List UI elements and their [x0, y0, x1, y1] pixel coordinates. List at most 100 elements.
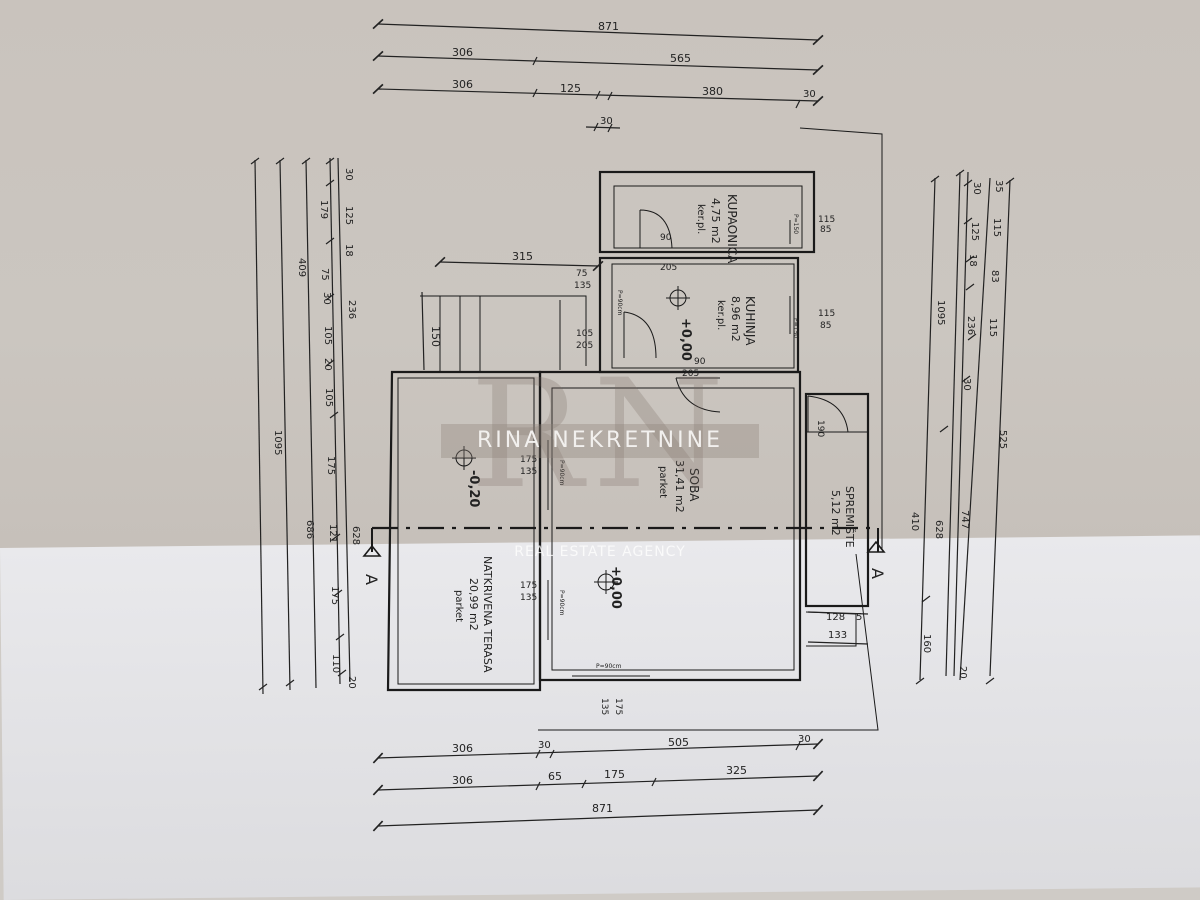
room-kuhinja-area: 8,96 m2 — [729, 296, 742, 342]
dim-top-3: 306 — [452, 78, 473, 91]
dim-int-14: 175 — [520, 455, 537, 465]
room-soba-area: 31,41 m2 — [673, 460, 686, 513]
dim-int-4: 105 — [576, 329, 593, 339]
dim-bottom-7: 325 — [726, 764, 747, 777]
dim-int-15: 135 — [520, 467, 537, 477]
watermark-logo: RN — [470, 348, 735, 522]
room-kupaonica-floor: ker.pl. — [695, 204, 706, 234]
dim-left-4: 30 — [343, 168, 354, 181]
dim-right-2: 747 — [959, 510, 970, 529]
dim-right-4: 628 — [933, 520, 944, 539]
dim-right-8: 115 — [991, 218, 1002, 237]
dim-int-12: 90 — [694, 357, 706, 367]
dim-left-1: 409 — [296, 258, 307, 277]
dim-right-13: 30 — [961, 378, 972, 391]
dim-left-11: 20 — [322, 358, 333, 371]
dim-left-5: 125 — [343, 206, 354, 225]
dim-left-6: 18 — [343, 244, 354, 257]
dim-right-14: 160 — [921, 634, 932, 653]
dim-bottom-0: 306 — [452, 742, 473, 755]
dim-int-1: 150 — [429, 326, 442, 347]
dim-int-8: 115 — [818, 215, 835, 225]
watermark-name: RINA NEKRETNINE — [477, 428, 723, 453]
room-kupaonica-name: KUPAONICA — [725, 194, 739, 264]
dim-int-20: 190 — [815, 420, 825, 437]
dim-bottom-1: 30 — [538, 740, 551, 751]
bottom-dimension-lines — [372, 738, 824, 832]
dim-left-3: 179 — [318, 200, 329, 219]
room-kupaonica-area: 4,75 m2 — [709, 198, 722, 244]
dim-int-19: 135 — [599, 698, 609, 715]
dim-int-16: 175 — [520, 581, 537, 591]
dim-int-0: 315 — [512, 250, 533, 263]
dim-top-5: 380 — [702, 85, 723, 98]
section-marker-right: A — [868, 568, 887, 579]
dim-left-8: 30 — [321, 292, 332, 305]
window-note-5: P=150 — [792, 318, 799, 338]
window-note-3: P=90cm — [596, 663, 622, 670]
dim-int-9: 85 — [820, 225, 831, 235]
dim-left-9: 105 — [322, 326, 333, 345]
dim-int-23: 133 — [828, 630, 847, 641]
dim-right-15: 20 — [957, 666, 968, 679]
window-note-4: P=150 — [792, 214, 799, 234]
left-dimension-lines — [250, 157, 351, 695]
watermark-tagline: REAL ESTATE AGENCY — [514, 544, 686, 560]
dim-int-17: 135 — [520, 593, 537, 603]
dim-top-7: 30 — [600, 116, 613, 127]
room-soba-label: SOBA 31,41 m2 parket — [657, 460, 701, 513]
dim-bottom-5: 65 — [548, 770, 562, 783]
dim-right-1: 525 — [997, 430, 1008, 449]
dim-int-6: 90 — [660, 233, 672, 243]
dim-right-3: 410 — [909, 512, 920, 531]
room-terasa-floor: parket — [453, 590, 464, 622]
right-dimension-lines — [915, 169, 1015, 685]
window-note-1: P=90cm — [558, 460, 565, 486]
dim-bottom-4: 306 — [452, 774, 473, 787]
dim-right-5: 30 — [971, 182, 982, 195]
building-walls — [386, 127, 883, 731]
level-markers — [452, 286, 690, 594]
interior-dimensions — [421, 256, 869, 645]
dim-int-2: 75 — [576, 269, 587, 279]
dim-left-14: 121 — [327, 524, 338, 543]
level-soba: +0,00 — [608, 566, 623, 609]
dim-bottom-6: 175 — [604, 768, 625, 781]
dim-left-2: 686 — [304, 520, 315, 539]
room-kupaonica-label: KUPAONICA 4,75 m2 ker.pl. — [695, 194, 739, 264]
dim-int-22: 5 — [856, 612, 862, 623]
room-kuhinja-label: KUHINJA 8,96 m2 ker.pl. — [715, 296, 757, 346]
section-cut-line — [362, 526, 886, 557]
dim-right-12: 115 — [987, 318, 998, 337]
dim-left-13: 175 — [325, 456, 336, 475]
dim-bottom-3: 30 — [798, 734, 811, 745]
dim-int-11: 85 — [820, 321, 831, 331]
dim-right-7: 125 — [969, 222, 980, 241]
window-note-2: P=90cm — [558, 590, 565, 616]
level-kuhinja: +0,00 — [678, 318, 693, 361]
dim-left-15: 175 — [329, 586, 340, 605]
dim-right-10: 83 — [989, 270, 1000, 283]
dim-right-9: 18 — [967, 254, 978, 267]
window-note-0: P=90cm — [616, 290, 623, 316]
dim-top-6: 30 — [803, 89, 816, 100]
room-spremiste-name: SPREMIŠTE — [843, 486, 856, 548]
dim-int-18: 175 — [613, 698, 623, 715]
dim-int-10: 115 — [818, 309, 835, 319]
dim-left-0: 1095 — [272, 430, 283, 455]
dim-top-0: 871 — [598, 20, 619, 33]
dim-int-5: 205 — [576, 341, 593, 351]
dim-right-6: 35 — [993, 180, 1004, 193]
level-terasa: -0,20 — [466, 470, 481, 507]
dim-bottom-2: 505 — [668, 736, 689, 749]
dim-left-17: 628 — [350, 526, 361, 545]
top-dimension-lines — [372, 18, 824, 133]
dim-left-10: 236 — [346, 300, 357, 319]
room-soba-name: SOBA — [687, 468, 701, 502]
room-soba-floor: parket — [657, 466, 668, 498]
room-spremiste-label: SPREMIŠTE 5,12 m2 — [829, 486, 856, 548]
watermark-banner — [441, 424, 759, 458]
room-terasa-area: 20,99 m2 — [467, 578, 480, 631]
